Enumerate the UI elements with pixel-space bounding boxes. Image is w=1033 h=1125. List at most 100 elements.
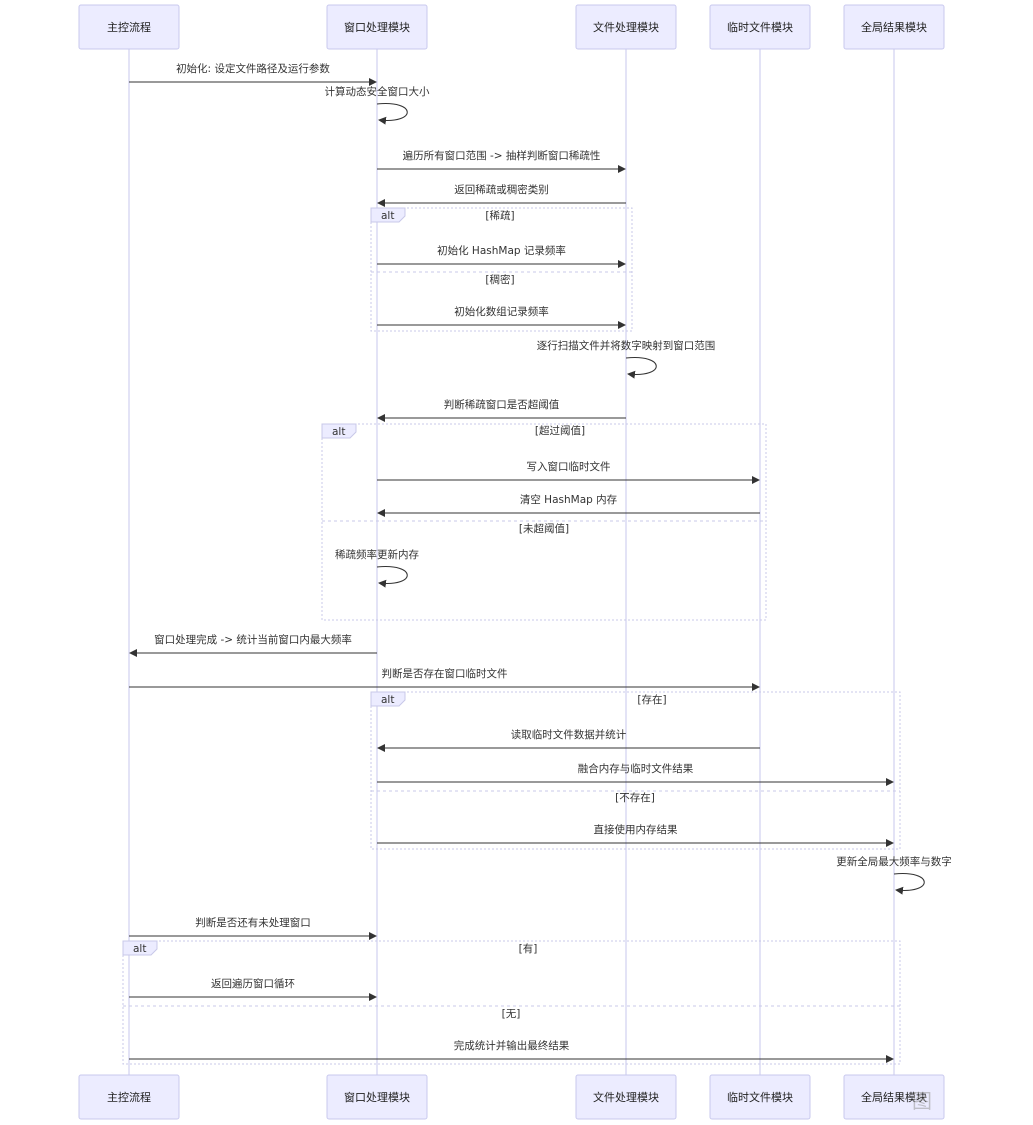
message-20: 完成统计并输出最终结果 bbox=[129, 1039, 894, 1063]
message-label: 判断稀疏窗口是否超阈值 bbox=[444, 398, 560, 411]
message-5: 初始化 HashMap 记录频率 bbox=[377, 244, 626, 268]
fragment-type: alt bbox=[133, 943, 146, 955]
message-6: 初始化数组记录频率 bbox=[377, 305, 626, 329]
message-14: 读取临时文件数据并统计 bbox=[377, 728, 760, 752]
fragment-condition: [超过阈值] bbox=[535, 424, 585, 437]
fragment-tab bbox=[370, 207, 406, 223]
message-label: 返回稀疏或稠密类别 bbox=[454, 183, 549, 196]
message-label: 完成统计并输出最终结果 bbox=[454, 1039, 570, 1052]
message-12: 窗口处理完成 -> 统计当前窗口内最大频率 bbox=[129, 633, 377, 657]
message-label: 窗口处理完成 -> 统计当前窗口内最大频率 bbox=[154, 633, 352, 646]
message-label: 直接使用内存结果 bbox=[594, 823, 678, 836]
message-label: 返回遍历窗口循环 bbox=[211, 977, 295, 990]
actor-box-tmp-bottom: 临时文件模块 bbox=[709, 1074, 811, 1120]
message-4: 返回稀疏或稠密类别 bbox=[377, 183, 626, 207]
actor-rect bbox=[575, 1074, 677, 1120]
message-label: 写入窗口临时文件 bbox=[527, 460, 611, 473]
actors: 主控流程主控流程窗口处理模块窗口处理模块文件处理模块文件处理模块临时文件模块临时… bbox=[78, 4, 945, 1120]
fragment-border bbox=[122, 940, 901, 1065]
alt-fragment-1: alt [稀疏] [稠密] bbox=[370, 207, 633, 332]
message-label: 稀疏频率更新内存 bbox=[335, 548, 419, 561]
message-label: 读取临时文件数据并统计 bbox=[511, 728, 627, 741]
actor-box-file-bottom: 文件处理模块 bbox=[575, 1074, 677, 1120]
actor-rect bbox=[326, 4, 428, 50]
actor-rect bbox=[78, 4, 180, 50]
actor-rect bbox=[326, 1074, 428, 1120]
message-11: 稀疏频率更新内存 bbox=[335, 548, 419, 588]
watermark-glyph: 图 bbox=[912, 1089, 932, 1113]
fragment-condition: [有] bbox=[519, 942, 538, 955]
fragment-tab bbox=[370, 691, 406, 707]
message-label: 计算动态安全窗口大小 bbox=[325, 85, 430, 98]
message-8: 判断稀疏窗口是否超阈值 bbox=[377, 398, 626, 422]
actor-label: 主控流程 bbox=[107, 1090, 151, 1104]
fragment-type: alt bbox=[332, 426, 345, 438]
message-label: 判断是否存在窗口临时文件 bbox=[382, 667, 508, 680]
alt-fragment-4: alt [有] [无] bbox=[122, 940, 901, 1065]
message-13: 判断是否存在窗口临时文件 bbox=[129, 667, 760, 691]
message-label: 融合内存与临时文件结果 bbox=[578, 762, 694, 775]
self-message-arrow bbox=[893, 873, 925, 895]
message-16: 直接使用内存结果 bbox=[377, 823, 894, 847]
actor-rect bbox=[843, 4, 945, 50]
message-label: 初始化: 设定文件路径及运行参数 bbox=[176, 62, 330, 75]
actor-rect bbox=[709, 4, 811, 50]
actor-box-win-top: 窗口处理模块 bbox=[326, 4, 428, 50]
alt-fragment-3: alt [存在] [不存在] bbox=[370, 691, 901, 850]
fragment-condition: [未超阈值] bbox=[519, 522, 569, 535]
message-19: 返回遍历窗口循环 bbox=[129, 977, 377, 1001]
message-label: 更新全局最大频率与数字 bbox=[836, 855, 952, 868]
fragment-condition: [稀疏] bbox=[485, 209, 514, 222]
alt-fragment-2: alt [超过阈值] [未超阈值] bbox=[321, 423, 767, 621]
actor-box-main-top: 主控流程 bbox=[78, 4, 180, 50]
actor-rect bbox=[575, 4, 677, 50]
fragment-condition: [稠密] bbox=[485, 273, 514, 286]
fragment-tab bbox=[321, 423, 357, 439]
message-3: 遍历所有窗口范围 -> 抽样判断窗口稀疏性 bbox=[377, 149, 626, 173]
message-17: 更新全局最大频率与数字 bbox=[836, 855, 952, 895]
actor-label: 全局结果模块 bbox=[861, 20, 927, 34]
fragment-border bbox=[370, 691, 901, 850]
fragment-tab bbox=[122, 940, 158, 956]
message-2: 计算动态安全窗口大小 bbox=[325, 85, 430, 125]
fragment-type: alt bbox=[381, 210, 394, 222]
actor-label: 临时文件模块 bbox=[727, 20, 793, 34]
actor-box-global-top: 全局结果模块 bbox=[843, 4, 945, 50]
fragment-type: alt bbox=[381, 694, 394, 706]
message-label: 判断是否还有未处理窗口 bbox=[195, 916, 311, 929]
message-label: 逐行扫描文件并将数字映射到窗口范围 bbox=[537, 339, 716, 352]
fragment-border bbox=[321, 423, 767, 621]
actor-label: 文件处理模块 bbox=[593, 20, 659, 34]
message-10: 清空 HashMap 内存 bbox=[377, 493, 760, 517]
actor-box-main-bottom: 主控流程 bbox=[78, 1074, 180, 1120]
actor-rect bbox=[709, 1074, 811, 1120]
self-message-arrow bbox=[376, 103, 408, 125]
message-9: 写入窗口临时文件 bbox=[377, 460, 760, 484]
actor-box-global-bottom: 全局结果模块 bbox=[843, 1074, 945, 1120]
actor-label: 窗口处理模块 bbox=[344, 1090, 410, 1104]
message-15: 融合内存与临时文件结果 bbox=[377, 762, 894, 786]
actor-box-win-bottom: 窗口处理模块 bbox=[326, 1074, 428, 1120]
message-1: 初始化: 设定文件路径及运行参数 bbox=[129, 62, 377, 86]
fragment-condition: [不存在] bbox=[615, 791, 655, 804]
message-label: 初始化数组记录频率 bbox=[454, 305, 549, 318]
message-18: 判断是否还有未处理窗口 bbox=[129, 916, 377, 940]
fragment-condition: [无] bbox=[502, 1008, 521, 1020]
message-label: 初始化 HashMap 记录频率 bbox=[437, 244, 566, 257]
actor-rect bbox=[78, 1074, 180, 1120]
message-7: 逐行扫描文件并将数字映射到窗口范围 bbox=[537, 339, 716, 379]
fragments: alt[稀疏][稠密]alt[超过阈值][未超阈值]alt[存在][不存在]al… bbox=[122, 207, 901, 1065]
actor-rect bbox=[843, 1074, 945, 1120]
actor-label: 全局结果模块 bbox=[861, 1090, 927, 1104]
self-message-arrow bbox=[376, 566, 408, 588]
fragment-condition: [存在] bbox=[637, 693, 666, 706]
actor-label: 窗口处理模块 bbox=[344, 20, 410, 34]
actor-label: 文件处理模块 bbox=[593, 1090, 659, 1104]
message-label: 遍历所有窗口范围 -> 抽样判断窗口稀疏性 bbox=[403, 149, 601, 162]
message-label: 清空 HashMap 内存 bbox=[520, 493, 618, 506]
self-message-arrow bbox=[625, 357, 657, 379]
actor-label: 临时文件模块 bbox=[727, 1090, 793, 1104]
actor-box-file-top: 文件处理模块 bbox=[575, 4, 677, 50]
